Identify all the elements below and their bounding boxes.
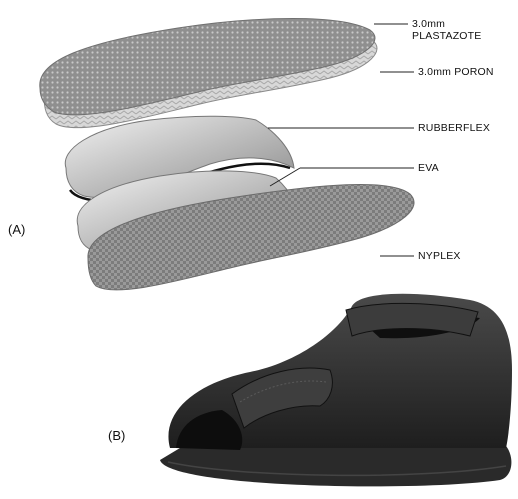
label-rubberflex: RUBBERFLEX [418,122,490,134]
label-plastazote: 3.0mm PLASTAZOTE [412,18,482,42]
panel-label-a: (A) [8,222,25,237]
label-plastazote-line1: 3.0mm [412,18,482,30]
label-nyplex: NYPLEX [418,250,461,262]
shoe-sole [160,446,511,486]
label-poron: 3.0mm PORON [418,66,494,78]
panel-label-b: (B) [108,428,125,443]
label-eva: EVA [418,162,439,174]
label-plastazote-line2: PLASTAZOTE [412,30,482,42]
